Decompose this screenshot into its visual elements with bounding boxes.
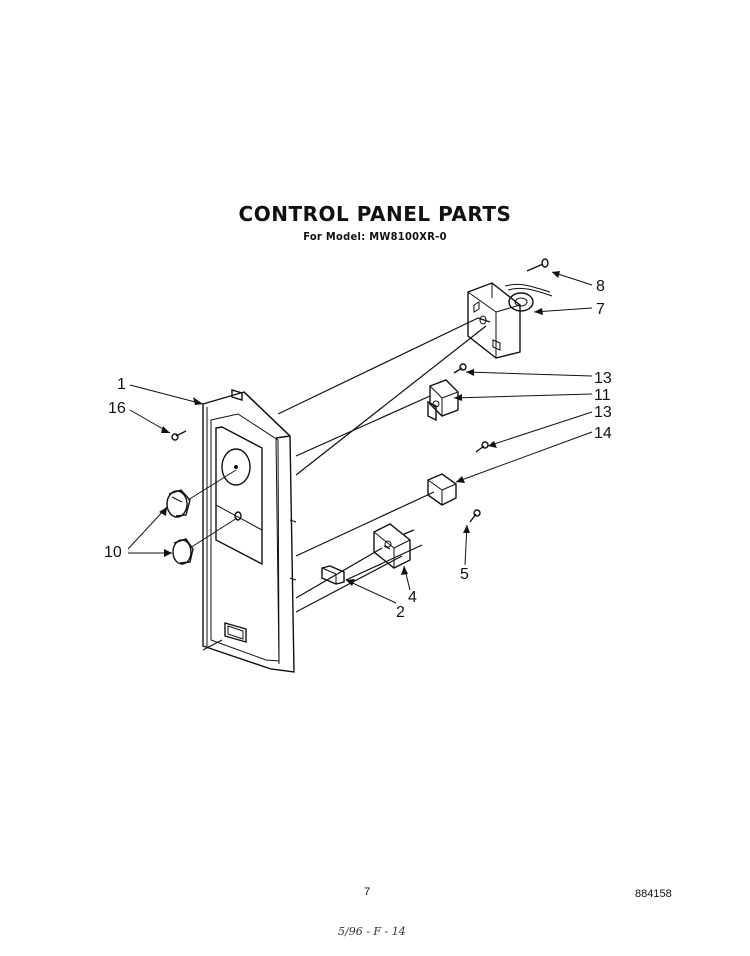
screw-16-part xyxy=(171,430,187,441)
callout-10: 10 xyxy=(104,544,122,561)
callout-13-upper: 13 xyxy=(594,370,612,387)
callout-11: 11 xyxy=(594,387,611,404)
switch-part xyxy=(427,473,457,506)
callout-8: 8 xyxy=(596,278,605,295)
page-number: 7 xyxy=(364,886,371,898)
callout-14: 14 xyxy=(594,425,612,442)
model-subtitle: For Model: MW8100XR-0 xyxy=(303,230,447,243)
actuator-part xyxy=(321,565,345,585)
screw-13-upper-part xyxy=(453,363,467,374)
switch-bracket-part xyxy=(427,379,459,422)
callout-16: 16 xyxy=(108,400,126,417)
arrowheads xyxy=(159,271,560,586)
callout-7: 7 xyxy=(596,301,605,318)
knob-lower-part xyxy=(172,538,194,565)
callout-1: 1 xyxy=(117,376,126,393)
screw-13-lower-part xyxy=(475,441,489,453)
callout-5: 5 xyxy=(460,566,469,583)
callout-2: 2 xyxy=(396,604,405,621)
callout-13-lower: 13 xyxy=(594,404,612,421)
interlock-switch-part xyxy=(373,523,415,569)
leader-lines xyxy=(127,271,593,604)
document-number: 884158 xyxy=(635,888,672,900)
knob-upper-part xyxy=(166,489,191,518)
callout-labels: 1 16 10 8 7 13 11 13 14 5 4 2 xyxy=(104,278,612,621)
screw-5-part xyxy=(469,509,481,523)
handwritten-note: 5/96 - F - 14 xyxy=(338,925,406,938)
assembly-lines xyxy=(277,317,487,613)
control-panel-part xyxy=(202,389,297,673)
diagram-title: CONTROL PANEL PARTS xyxy=(238,202,512,226)
screw-8-part xyxy=(526,258,549,272)
timer-motor-part xyxy=(467,282,553,359)
callout-4: 4 xyxy=(408,589,417,606)
